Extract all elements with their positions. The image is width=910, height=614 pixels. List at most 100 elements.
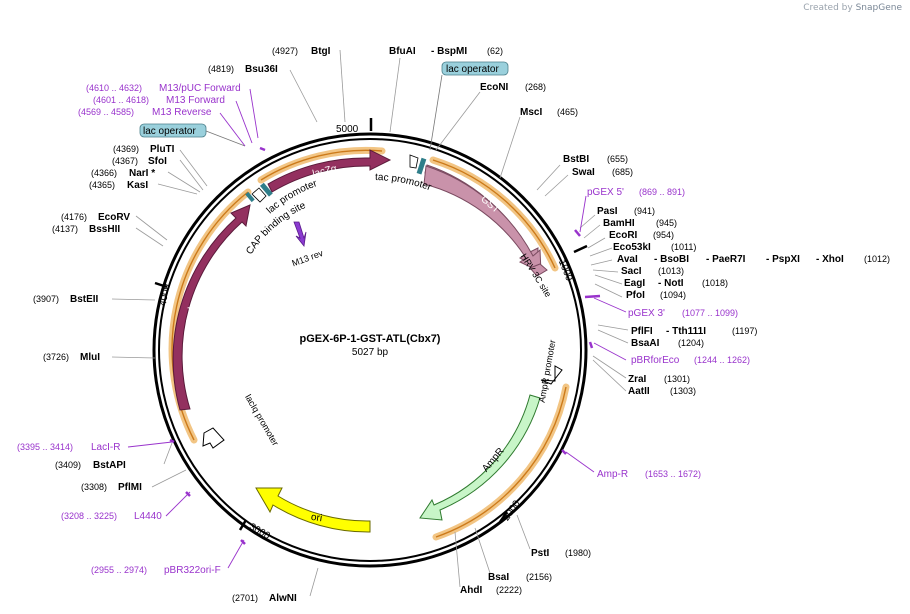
primer-m13rev: M13 Reverse [152,107,212,118]
site-pluti-pos: (4369) [113,144,139,154]
site-kasi: KasI [127,180,148,191]
laci-arrow [172,204,251,411]
site-noti-pos: (1018) [702,278,728,288]
ruler-label-4000: 4000 [158,283,173,307]
m13rev-arrow [293,221,307,247]
site-bsu36i: Bsu36I [245,64,278,75]
laciq-promoter-arrow [202,427,225,449]
ampr-promoter-arrow [540,365,563,385]
site-pasi-pos: (941) [634,206,655,216]
laciq-promoter-label: lacIq promoter [243,393,280,448]
site-sfoi: SfoI [148,156,167,167]
site-alwni: AlwNI [269,593,297,604]
site-sfoi-pos: (4367) [112,156,138,166]
site-bspmi-pos: (62) [487,46,503,56]
site-msci-pos: (465) [557,107,578,117]
primer-ampr: Amp-R [597,469,628,480]
site-ecori-pos: (954) [653,230,674,240]
primer-pgex5-range: (869 .. 891) [639,187,685,197]
site-pfoi-pos: (1094) [660,290,686,300]
site-pluti: PluTI [150,144,175,155]
hrv3c-arrow [529,263,548,277]
site-psti-pos: (1980) [565,548,591,558]
primer-pgex3: pGEX 3' [628,308,665,319]
ampr-promoter-feature: AmpR promoter [537,339,563,403]
site-saci: SacI [621,266,642,277]
tac-promoter-arrow [409,154,419,169]
lac-promoter-feature: lac promoter CAP binding site [244,178,319,257]
site-econi-pos: (268) [525,82,546,92]
primer-pbr322ori: pBR322ori-F [164,565,221,576]
primer-pbr322ori-range: (2955 .. 2974) [91,565,147,575]
site-swai-pos: (685) [612,167,633,177]
ori-arrow [255,487,371,533]
map-length: 5027 bp [352,347,389,358]
primer-laci-r-range: (3395 .. 3414) [17,442,73,452]
site-tth111i-pos: (1197) [732,326,757,336]
site-eagi: EagI [624,278,645,289]
site-bsshii: BssHII [89,224,120,235]
lac-operator-box-left [259,182,273,197]
ampr-promoter-label: AmpR promoter [537,339,558,403]
site-pasi: PasI [597,206,618,217]
site-swai: SwaI [572,167,595,178]
cap-binding-box [245,191,255,203]
svg-text:lac operator: lac operator [143,126,196,137]
site-bsteii: BstEII [70,294,99,305]
m13rev-primer: M13 rev [290,221,325,269]
snapgene-brand: SnapGene [855,3,902,13]
primer-l4440-range: (3208 .. 3225) [61,511,117,521]
primer-labels: (4610 .. 4632) M13/pUC Forward (4601 .. … [17,83,750,576]
lac-promoter-arrow [251,187,267,203]
site-pfoi: PfoI [626,290,645,301]
site-paer7i: - PaeR7I [706,254,746,265]
ruler-label-2000: 2000 [501,498,523,523]
site-msci: MscI [520,107,542,118]
ruler-label-1000: 1000 [556,258,575,283]
site-bamhi-pos: (945) [656,218,677,228]
site-aatii: AatII [628,386,650,397]
site-bsshii-pos: (4137) [52,224,78,234]
laci-feature: lacI [172,204,251,411]
svg-text:lac operator: lac operator [446,64,499,75]
primer-pgex5: pGEX 5' [587,187,624,198]
site-avai: AvaI [617,254,638,265]
site-bsaai: BsaAI [631,338,660,349]
primer-m13rev-range: (4569 .. 4585) [78,107,134,117]
site-xhoi-pos: (1012) [864,254,890,264]
ruler-ticks [154,118,588,531]
credit-prefix: Created by [803,3,853,13]
primer-m13fwd-range: (4601 .. 4618) [93,95,149,105]
primer-m13fwd: M13 Forward [166,95,225,106]
site-aatii-pos: (1303) [670,386,696,396]
site-alwni-pos: (2701) [232,593,258,603]
site-noti: - NotI [658,278,684,289]
primer-pbrforeco-range: (1244 .. 1262) [694,355,750,365]
primer-m13puc-range: (4610 .. 4632) [86,83,142,93]
site-pflmi: PflMI [118,482,142,493]
site-labels-right: BfuAI - BspMI (62) EcoNI (268) MscI (465… [389,46,890,596]
site-eco53ki-pos: (1011) [671,242,696,252]
ori-label: ori [310,512,323,524]
site-zrai: ZraI [628,374,647,385]
site-labels-left: (4927) BtgI (4819) Bsu36I (4369) PluTI (… [33,46,331,604]
site-ecori: EcoRI [609,230,638,241]
site-bstapi-pos: (3409) [55,460,81,470]
site-pspxi: - PspXI [766,254,800,265]
backbone [152,132,588,568]
site-xhoi: - XhoI [816,254,844,265]
site-eco53ki: Eco53kI [613,242,651,253]
site-saci-pos: (1013) [658,266,684,276]
site-bfuai: BfuAI [389,46,416,57]
site-bstapi: BstAPI [93,460,126,471]
site-econi: EcoNI [480,82,509,93]
site-pflfi: PflFI [631,326,653,337]
site-mlui-pos: (3726) [43,352,69,362]
m13rev-label: M13 rev [290,248,324,269]
site-bsu36i-pos: (4819) [208,64,234,74]
site-kasi-pos: (4365) [89,180,115,190]
site-ecorv: EcoRV [98,212,130,223]
lac-operator-box-right [416,157,427,175]
ori-feature: ori [255,487,371,533]
site-bstbi-pos: (655) [607,154,628,164]
